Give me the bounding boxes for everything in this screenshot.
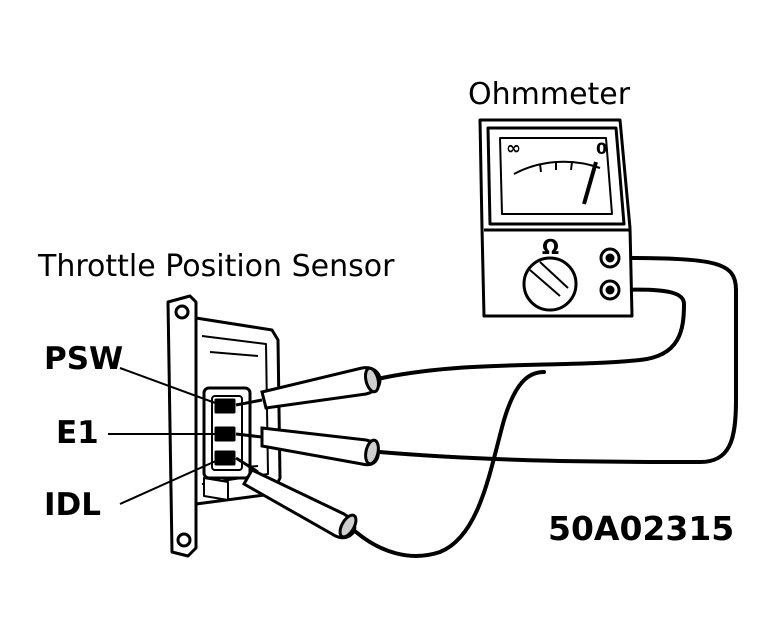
figure-code: 50A02315 [548,509,735,548]
meter-infinity-mark: ∞ [506,138,521,159]
throttle-position-sensor [166,294,282,558]
meter-zero-mark: 0 [596,139,607,158]
e1-label: E1 [56,415,99,451]
ohmmeter-label: Ohmmeter [468,77,631,112]
lead-e1 [378,256,738,465]
leader-lines [108,367,219,505]
probe-idl [235,456,358,540]
ohmmeter [478,118,634,318]
leader-idl [119,459,219,505]
lead-psw [380,287,687,380]
lead-idl [354,370,546,558]
probe-psw [235,366,382,410]
psw-label: PSW [44,341,124,377]
test-leads [354,256,738,558]
sensor-label: Throttle Position Sensor [38,249,395,284]
idl-label: IDL [44,487,102,523]
probe-e1 [235,426,380,467]
ohm-symbol: Ω [542,235,559,259]
leader-psw [119,367,219,405]
